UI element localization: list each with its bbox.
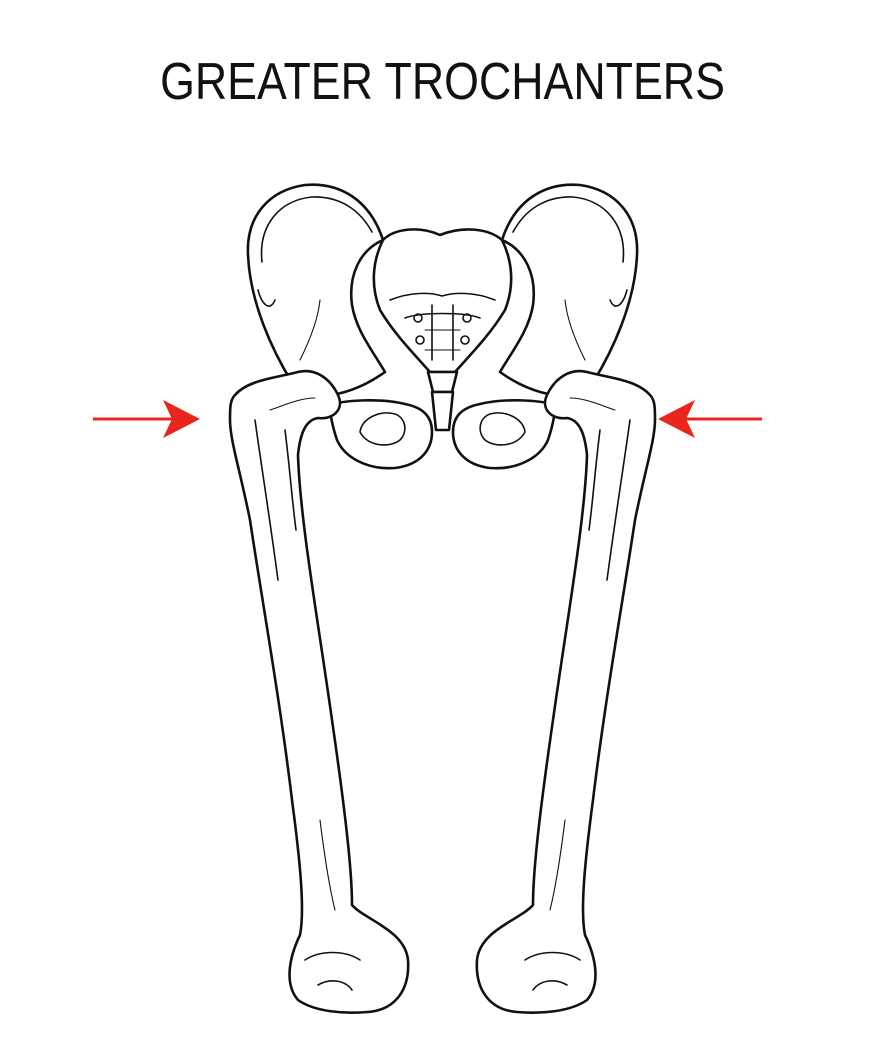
sacrum	[372, 228, 513, 374]
arrow-right-trochanter	[658, 400, 762, 438]
left-femur	[228, 369, 410, 1014]
right-femur	[475, 369, 657, 1014]
pubic-ring	[328, 399, 434, 470]
right-ilium	[498, 183, 639, 398]
diagram-title: GREATER TROCHANTERS	[160, 53, 725, 111]
coccyx	[426, 370, 459, 394]
left-ilium	[246, 183, 387, 398]
arrow-left-trochanter	[93, 400, 200, 438]
pelvis	[246, 183, 639, 470]
